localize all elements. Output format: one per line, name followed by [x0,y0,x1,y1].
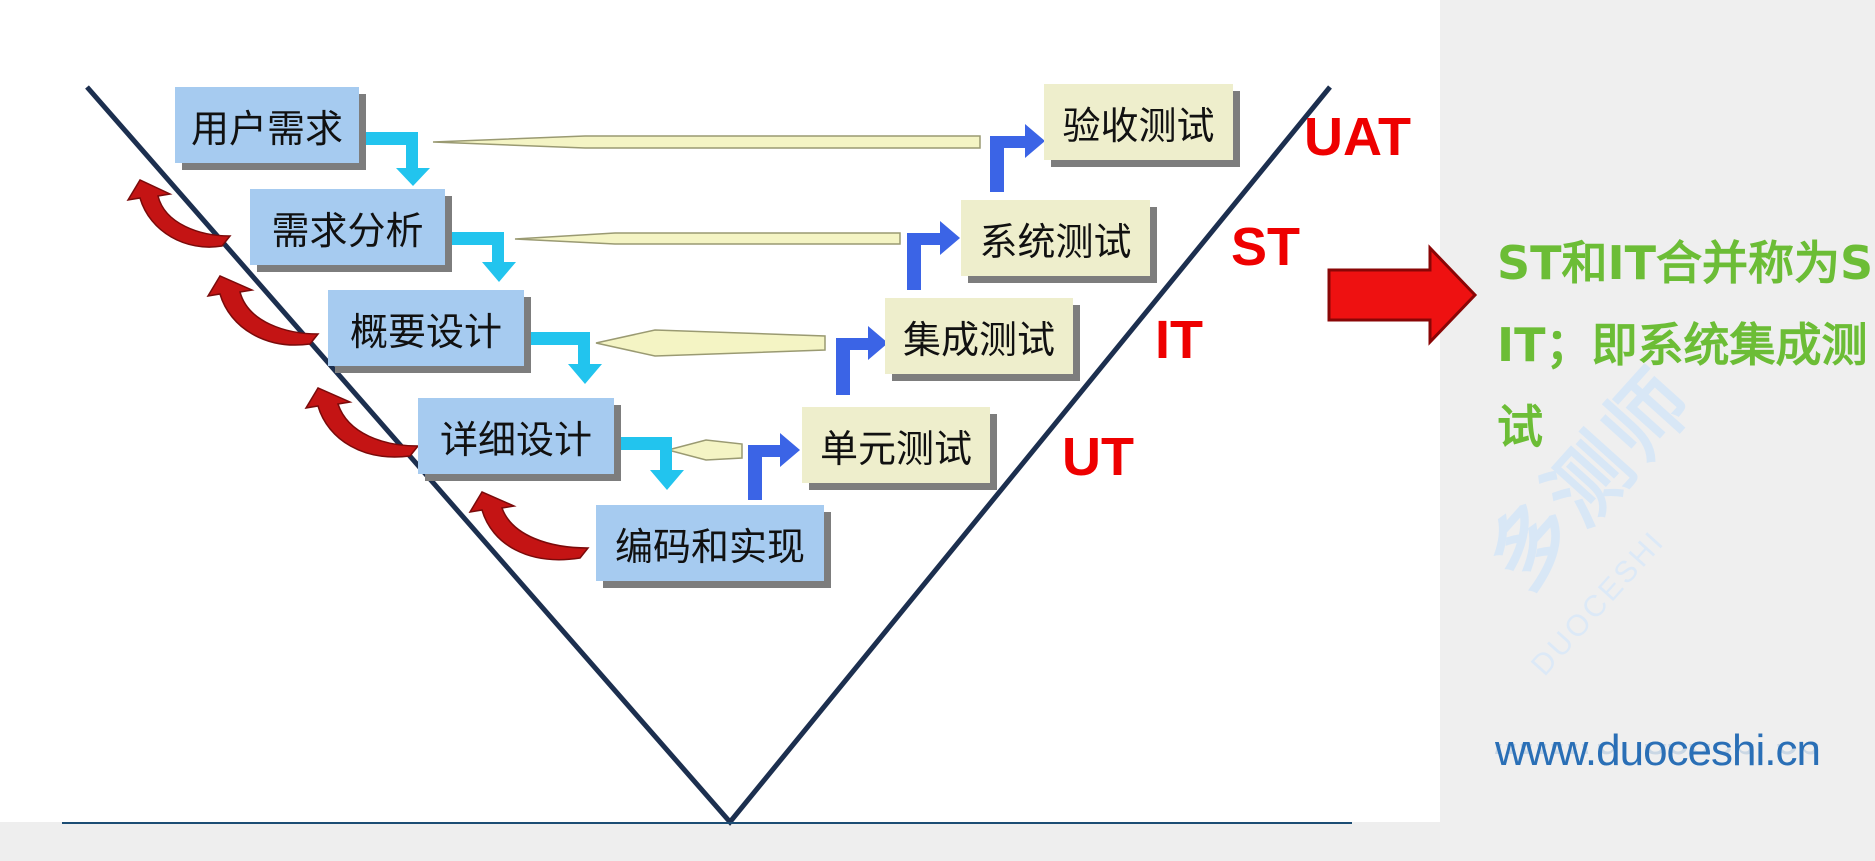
level-label-it: IT [1155,310,1203,370]
sit-note: ST和IT合并称为SIT；即系统集成测试 [1497,236,1874,454]
down-arrows [364,132,684,490]
down-arrow-2 [445,232,516,282]
big-right-arrow-icon [1327,244,1478,346]
curve-arrow-3 [304,387,420,458]
side-panel [1440,0,1875,861]
up-arrows [748,124,1045,500]
feedback-arrow-st [514,232,901,245]
site-url-reflection: www.duoceshi.cn [1495,744,1820,770]
up-arrow-sit-uat [990,124,1045,192]
box-system-test: 系统测试 [961,200,1150,276]
curve-arrow-1 [126,179,232,248]
down-arrow-4 [612,437,684,490]
up-arrow-it-st [836,326,888,395]
box-unit-test: 单元测试 [802,407,990,483]
curve-arrow-4 [468,491,590,561]
site-url: www.duoceshi.cn [1495,726,1821,775]
box-high-level-design: 概要设计 [328,290,524,366]
down-arrow-3 [528,332,602,384]
curve-arrows [126,179,590,561]
box-integration-test: 集成测试 [885,298,1073,374]
box-requirements-analysis: 需求分析 [250,189,445,265]
curve-arrow-2 [206,275,320,346]
feedback-arrow-ut [665,439,743,461]
feedback-arrow-uat [432,135,981,149]
box-detailed-design: 详细设计 [418,398,614,474]
feedback-arrow-it [595,329,826,357]
level-label-uat: UAT [1304,107,1411,167]
up-arrow-st-sit [907,221,960,290]
level-label-ut: UT [1062,427,1134,487]
box-user-requirements: 用户需求 [175,87,359,163]
down-arrow-1 [364,132,430,186]
box-acceptance-test: 验收测试 [1044,84,1233,160]
level-label-st: ST [1231,217,1301,277]
v-model-diagram [62,85,1352,826]
up-arrow-ut-it [748,433,800,500]
box-coding: 编码和实现 [596,505,824,581]
feedback-arrows [432,135,981,461]
